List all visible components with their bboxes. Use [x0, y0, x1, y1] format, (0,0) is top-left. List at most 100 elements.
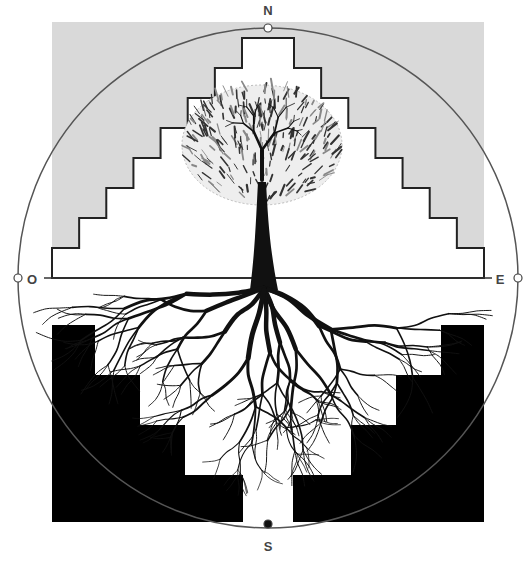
leaf-stroke — [218, 140, 223, 145]
leaf-stroke — [282, 133, 284, 138]
tree-branch — [286, 98, 287, 107]
leaf-stroke — [252, 154, 254, 165]
tree-root — [257, 471, 262, 490]
tree-root — [375, 375, 398, 391]
compass-circle — [18, 28, 518, 528]
leaf-stroke — [253, 160, 254, 165]
leaf-stroke — [328, 123, 337, 130]
leaf-stroke — [190, 115, 196, 124]
tree-branch — [226, 123, 233, 127]
leaf-stroke — [281, 146, 283, 150]
leaf-stroke — [260, 131, 262, 136]
leaf-stroke — [307, 180, 313, 185]
tree-root — [102, 296, 124, 307]
tree-root — [177, 311, 206, 349]
leaf-stroke — [264, 99, 266, 103]
leaf-stroke — [273, 90, 275, 98]
tree-root — [292, 413, 310, 425]
leaf-stroke — [286, 165, 290, 171]
compass-label: O — [27, 272, 37, 287]
leaf-stroke — [331, 135, 339, 144]
compass-dot — [264, 24, 272, 32]
tree-root — [354, 435, 382, 458]
tree-root — [413, 377, 433, 413]
leaf-stroke — [239, 192, 244, 197]
leaf-stroke — [294, 88, 298, 94]
tree-root — [140, 430, 159, 441]
leaf-stroke — [269, 161, 271, 166]
leaf-stroke — [301, 106, 304, 112]
tree-branch — [254, 132, 262, 150]
tree-root — [155, 433, 173, 437]
leaf-stroke — [262, 125, 263, 131]
tree-branch — [243, 123, 253, 131]
leaf-stroke — [240, 136, 241, 141]
tree-root — [262, 352, 270, 395]
tree-root — [137, 345, 157, 357]
leaf-stroke — [286, 189, 294, 195]
tree-root — [364, 417, 391, 426]
tree-root — [319, 402, 342, 410]
tree-root — [81, 370, 114, 390]
tree-branch — [274, 117, 278, 133]
leaf-stroke — [225, 154, 231, 159]
leaf-stroke — [258, 98, 259, 105]
tree-root — [203, 459, 220, 462]
leaf-stroke — [286, 116, 287, 120]
tree-root — [277, 423, 296, 435]
tree-root — [99, 296, 124, 307]
leaf-stroke — [337, 144, 341, 151]
leaf-stroke — [270, 192, 276, 198]
leaf-stroke — [183, 155, 190, 162]
tree-branch — [227, 121, 233, 123]
tree-branch — [241, 116, 244, 124]
tree-root — [277, 383, 291, 413]
tree-root — [86, 314, 129, 318]
tree-branch — [297, 130, 302, 131]
tree-root — [397, 328, 413, 377]
tree-root — [286, 428, 297, 454]
tree-root — [177, 349, 189, 380]
leaf-stroke — [292, 152, 295, 159]
tree-root — [36, 333, 81, 342]
tree-root — [138, 340, 156, 344]
tree-root — [291, 454, 297, 477]
tree-root — [150, 437, 170, 439]
tree-root — [353, 415, 372, 438]
tree-root — [132, 416, 154, 418]
leaf-stroke — [263, 113, 265, 122]
leaf-stroke — [291, 129, 293, 138]
tree-root — [286, 428, 306, 448]
leaf-stroke — [195, 155, 202, 161]
leaf-stroke — [265, 169, 268, 175]
tree-root — [125, 294, 187, 309]
leaf-stroke — [250, 178, 251, 184]
tree-root — [163, 382, 169, 406]
tree-root — [214, 459, 220, 478]
tree-root — [255, 383, 277, 397]
tree-root — [402, 354, 434, 355]
leaf-stroke — [260, 105, 263, 116]
tree-root — [171, 433, 173, 453]
tree-root — [275, 383, 277, 415]
tree-root — [125, 366, 140, 391]
leaf-stroke — [294, 139, 296, 146]
tree-branch — [253, 116, 255, 132]
tree-root — [322, 392, 342, 401]
leaf-stroke — [217, 124, 220, 134]
tree-root — [43, 307, 73, 324]
leaf-stroke — [231, 87, 233, 95]
leaf-stroke — [247, 145, 248, 149]
leaf-stroke — [310, 109, 316, 116]
tree-root — [331, 329, 385, 342]
compass-label: E — [496, 272, 505, 287]
leaf-stroke — [284, 82, 288, 91]
leaf-stroke — [280, 185, 284, 195]
leaf-stroke — [253, 172, 255, 176]
tree-root — [86, 365, 108, 390]
tree-root — [198, 364, 202, 394]
leaf-stroke — [311, 177, 315, 178]
tree-root — [385, 343, 427, 347]
leaf-stroke — [182, 146, 190, 149]
tree-root — [248, 290, 264, 358]
